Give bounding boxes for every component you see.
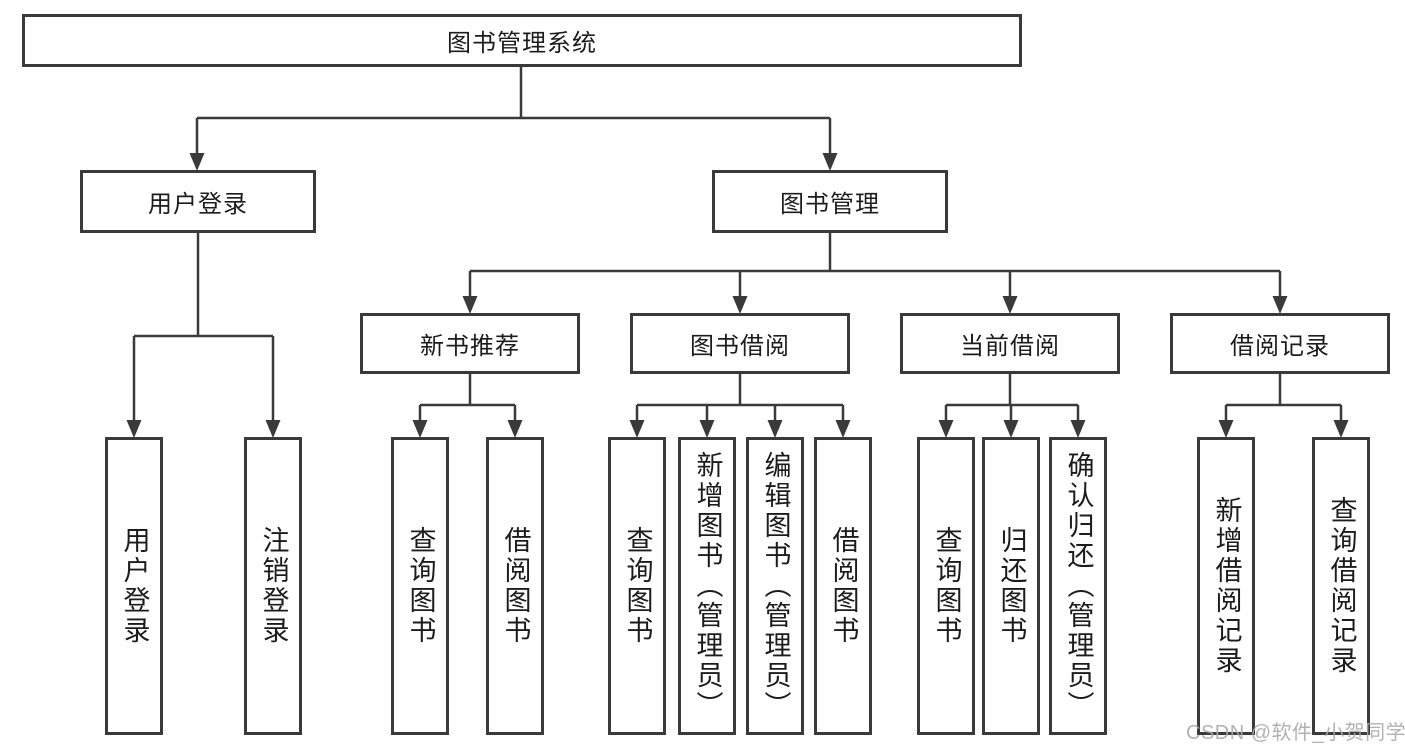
node-query-book-current: 查询图书 [917,437,975,735]
node-query-book-borrow: 查询图书 [608,437,666,735]
arrowhead-icon [1333,420,1349,438]
arrowhead-icon [189,153,205,171]
arrowhead-icon [767,420,783,438]
node-query-book-recommend: 查询图书 [391,437,449,735]
arrowhead-icon [822,153,838,171]
node-current-borrow: 当前借阅 [900,313,1120,374]
node-query-borrow-record: 查询借阅记录 [1312,437,1370,735]
node-borrow-book-recommend: 借阅图书 [486,437,544,735]
node-book-management: 图书管理 [712,170,948,233]
node-label: 图书借阅 [690,333,790,360]
node-label: 新书推荐 [420,333,520,360]
arrowhead-icon [1002,296,1018,314]
node-label: 图书管理 [780,191,880,218]
node-add-borrow-record: 新增借阅记录 [1197,437,1255,735]
node-label: 编辑图书（管理员） [760,451,791,721]
arrowhead-icon [412,420,428,438]
node-confirm-return-admin: 确认归还（管理员） [1049,437,1107,735]
arrowhead-icon [507,420,523,438]
arrowhead-icon [835,420,851,438]
node-add-book-admin: 新增图书（管理员） [678,437,736,735]
arrowhead-icon [265,420,281,438]
connector-login-children [132,233,275,420]
connector-root-to-level2 [195,67,832,153]
node-label: 当前借阅 [960,333,1060,360]
connector-records-children [1224,374,1343,420]
arrowhead-icon [1003,420,1019,438]
node-label: 借阅图书 [500,526,531,646]
node-label: 查询借阅记录 [1326,496,1357,676]
node-logout-leaf: 注销登录 [244,437,302,735]
node-user-login: 用户登录 [80,170,316,233]
node-label: 查询图书 [405,526,436,646]
node-label: 用户登录 [148,191,248,218]
node-label: 确认归还（管理员） [1063,451,1094,721]
node-label: 用户登录 [119,526,150,646]
connector-current-children [944,374,1080,420]
node-label: 借阅图书 [828,526,859,646]
node-book-borrow: 图书借阅 [630,313,850,374]
node-label: 查询图书 [622,526,653,646]
node-label: 图书管理系统 [447,30,597,57]
node-new-book-recommend: 新书推荐 [360,313,580,374]
connector-borrow-children [635,374,845,420]
arrowhead-icon [1070,420,1086,438]
node-label: 归还图书 [996,526,1027,646]
arrowhead-icon [462,296,478,314]
node-label: 新增图书（管理员） [692,451,723,721]
arrowhead-icon [732,296,748,314]
arrowhead-icon [629,420,645,438]
node-label: 查询图书 [931,526,962,646]
node-borrow-book-leaf: 借阅图书 [814,437,872,735]
node-label: 注销登录 [258,526,289,646]
arrowhead-icon [938,420,954,438]
node-borrow-records: 借阅记录 [1170,313,1390,374]
connector-mgmt-to-level3 [468,233,1282,296]
node-user-login-leaf: 用户登录 [105,437,163,735]
csdn-watermark: CSDN @软件_小贺同学 [1186,722,1405,744]
node-return-book: 归还图书 [982,437,1040,735]
node-edit-book-admin: 编辑图书（管理员） [746,437,804,735]
connector-recommend-children [418,374,517,420]
node-library-system: 图书管理系统 [22,14,1022,67]
arrowhead-icon [1218,420,1234,438]
node-label: 新增借阅记录 [1211,496,1242,676]
node-label: 借阅记录 [1230,333,1330,360]
arrowhead-icon [126,420,142,438]
arrowhead-icon [1272,296,1288,314]
arrowhead-icon [699,420,715,438]
